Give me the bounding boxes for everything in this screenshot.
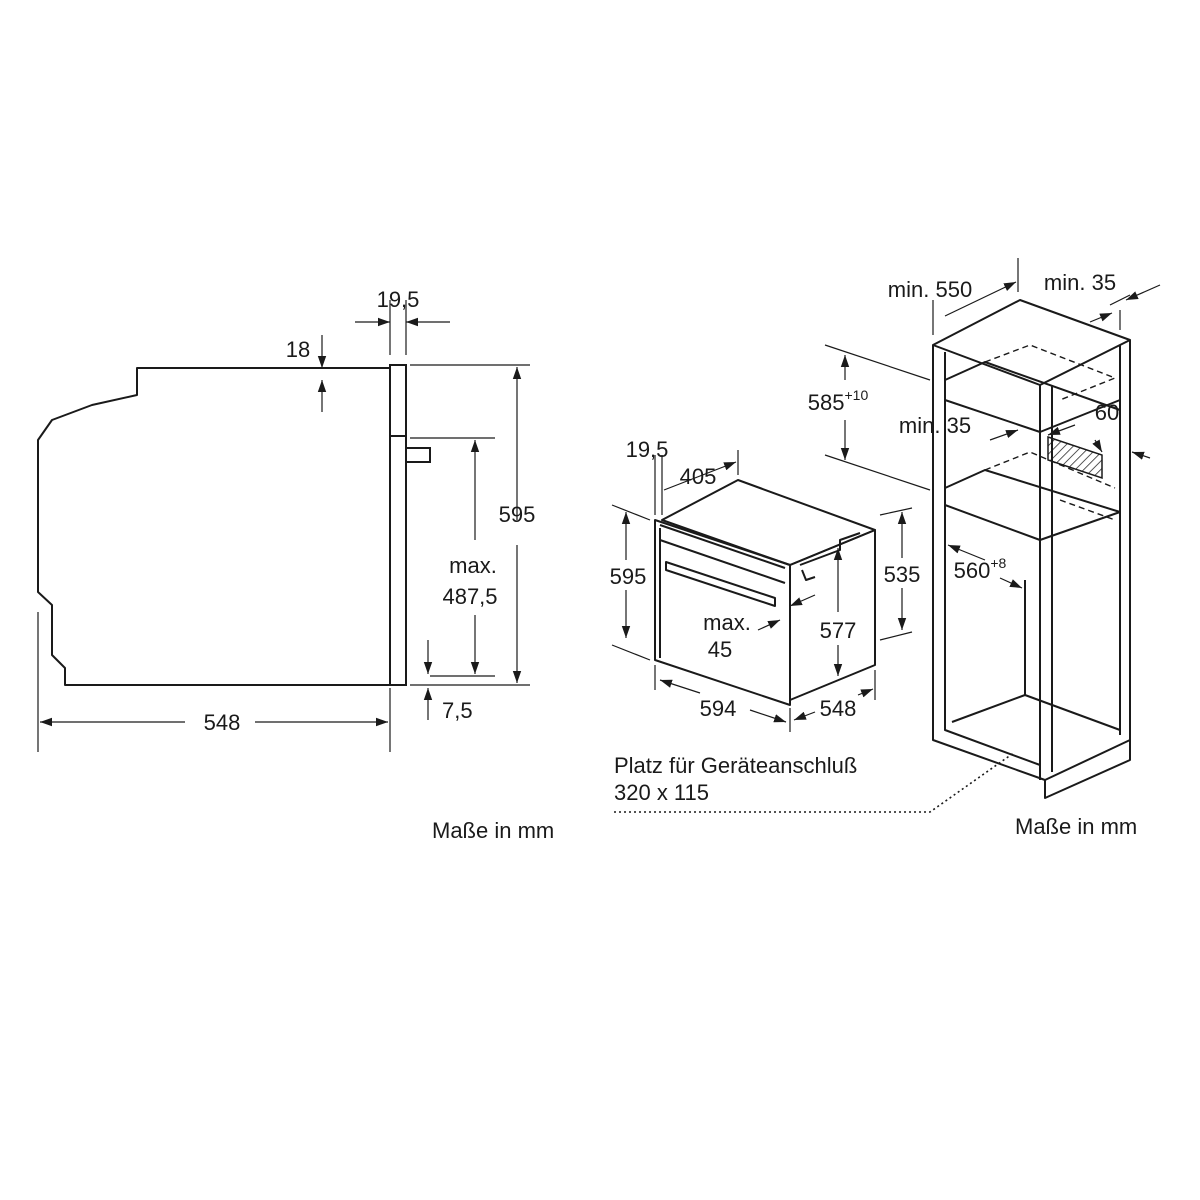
connection-space-line1: Platz für Geräteanschluß bbox=[614, 753, 857, 778]
oven-view: 19,5 405 595 577 535 max. 45 594 548 bbox=[610, 437, 1016, 813]
oven-back-height-label: 535 bbox=[884, 562, 921, 587]
oven-max-label: max. bbox=[703, 610, 751, 635]
oven-inner-height-label: 577 bbox=[820, 618, 857, 643]
side-height-label: 595 bbox=[499, 502, 536, 527]
oven-depth-label: 548 bbox=[820, 696, 857, 721]
cabinet-min-side-label: min. 35 bbox=[1044, 270, 1116, 295]
oven-door-handle bbox=[405, 447, 431, 463]
cabinet-niche-height-label: 585+10 bbox=[808, 387, 869, 415]
side-depth-label: 548 bbox=[204, 710, 241, 735]
cabinet-view: min. 550 min. 35 585+10 min. 35 60 560+8… bbox=[808, 258, 1161, 839]
cabinet-units-caption: Maße in mm bbox=[1015, 814, 1137, 839]
oven-top-depth-label: 405 bbox=[680, 464, 717, 489]
cabinet-left-side bbox=[932, 345, 1046, 781]
side-front-thickness-label: 19,5 bbox=[377, 287, 420, 312]
cabinet-niche-width-label: 560+8 bbox=[954, 555, 1007, 583]
cabinet-ventilation-opening bbox=[1047, 435, 1103, 480]
side-view: 19,5 18 595 max. 487,5 7,5 548 Maße in m… bbox=[37, 287, 554, 843]
side-units-caption: Maße in mm bbox=[432, 818, 554, 843]
cabinet-vent-label: 60 bbox=[1095, 400, 1119, 425]
oven-width-label: 594 bbox=[700, 696, 737, 721]
connection-space-line2: 320 x 115 bbox=[614, 780, 709, 805]
side-bottom-offset-label: 7,5 bbox=[442, 698, 473, 723]
oven-front-face bbox=[654, 519, 791, 706]
oven-door-handle-front bbox=[665, 561, 776, 607]
oven-front-panel bbox=[389, 364, 407, 686]
side-max-value: 487,5 bbox=[442, 584, 497, 609]
side-max-label: max. bbox=[449, 553, 497, 578]
oven-front-thickness-label: 19,5 bbox=[626, 437, 669, 462]
side-top-offset-label: 18 bbox=[286, 337, 310, 362]
cabinet-min-depth-label: min. 550 bbox=[888, 277, 972, 302]
oven-height-label: 595 bbox=[610, 564, 647, 589]
oven-side-profile bbox=[37, 367, 390, 686]
cabinet-min-gap-label: min. 35 bbox=[899, 413, 971, 438]
oven-max-value: 45 bbox=[708, 637, 732, 662]
oven-body-side bbox=[789, 529, 876, 701]
